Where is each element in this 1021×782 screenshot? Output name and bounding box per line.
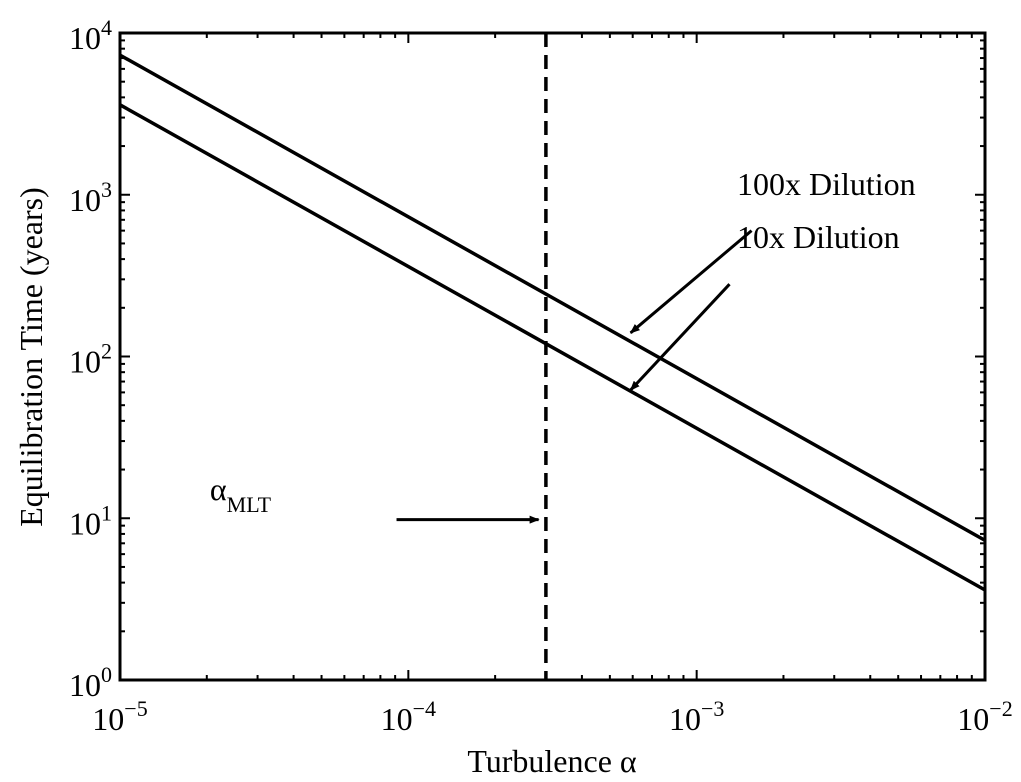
y-tick-label: 104 [69,15,112,56]
x-tick-label: 10−4 [381,696,436,737]
series-line-2 [119,103,986,592]
anno-mlt-label: αMLT [210,471,272,517]
plot-frame [118,31,987,682]
x-tick-label: 10−2 [957,696,1012,737]
y-axis-label: Equilibration Time (years) [13,187,49,527]
ticks-layer: 10−5 10−4 10−3 10−2 100 101 102 103 104 [69,15,1013,737]
y-tick-label: 100 [69,662,112,703]
anno-100x-arrow [629,229,753,335]
anno-10x-arrow [629,283,731,392]
series-line-1 [119,53,986,542]
x-axis-label: Turbulence α [467,743,637,779]
x-tick-label: 10−3 [669,696,724,737]
annotation-layer: 100x Dilution 10x Dilution αMLT [210,166,916,524]
x-tick-label: 10−5 [92,696,147,737]
anno-10x-label: 10x Dilution [737,219,900,255]
y-tick-label: 101 [69,500,112,541]
plot-area [118,31,987,682]
y-tick-label: 103 [69,177,112,218]
y-tick-label: 102 [69,339,112,380]
series-layer [119,33,986,680]
anno-100x-label: 100x Dilution [737,166,916,202]
